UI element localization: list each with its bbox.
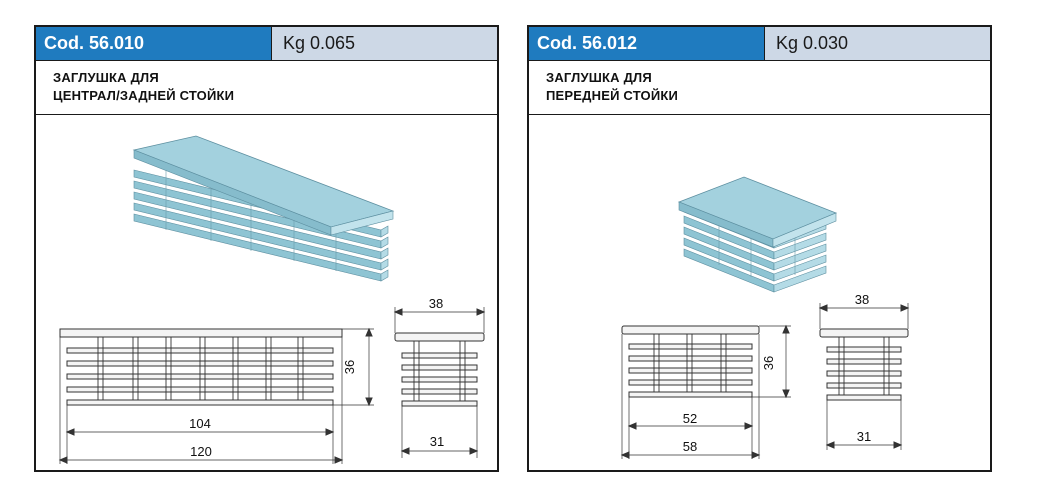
product-illustration: 36 52 58 38 31 <box>620 176 910 459</box>
description-line-1: ЗАГЛУШКА ДЛЯ <box>53 70 159 85</box>
dim-height: 36 <box>761 356 776 370</box>
card-header: Cod. 56.012 Kg 0.030 <box>529 27 990 61</box>
dim-cap-width: 38 <box>855 292 869 307</box>
product-code: Cod. 56.012 <box>529 27 765 60</box>
description-line-2: ПЕРЕДНЕЙ СТОЙКИ <box>546 88 679 103</box>
description-line-1: ЗАГЛУШКА ДЛЯ <box>546 70 652 85</box>
dim-total-length: 58 <box>683 439 697 454</box>
product-3d-render <box>132 135 395 282</box>
dim-body-width: 31 <box>430 434 444 449</box>
product-card-56012: Cod. 56.012 Kg 0.030 ЗАГЛУШКА ДЛЯ ПЕРЕДН… <box>527 25 992 472</box>
product-card-56010: Cod. 56.010 Kg 0.065 ЗАГЛУШКА ДЛЯ ЦЕНТРА… <box>34 25 499 472</box>
card-header: Cod. 56.010 Kg 0.065 <box>36 27 497 61</box>
product-description: ЗАГЛУШКА ДЛЯ ЦЕНТРАЛ/ЗАДНЕЙ СТОЙКИ <box>36 60 497 115</box>
dim-body-width: 31 <box>857 429 871 444</box>
end-view-drawing <box>818 303 910 450</box>
side-view-drawing <box>58 327 374 464</box>
product-3d-render <box>677 176 838 293</box>
product-weight: Kg 0.065 <box>272 27 497 60</box>
product-description: ЗАГЛУШКА ДЛЯ ПЕРЕДНЕЙ СТОЙКИ <box>529 60 990 115</box>
product-weight: Kg 0.030 <box>765 27 990 60</box>
dim-height: 36 <box>342 360 357 374</box>
side-view-drawing <box>620 324 791 459</box>
dim-inner-length: 104 <box>189 416 211 431</box>
product-code: Cod. 56.010 <box>36 27 272 60</box>
dim-total-length: 120 <box>190 444 212 459</box>
product-illustration: 36 104 120 38 <box>58 135 486 464</box>
end-view-drawing <box>393 307 486 458</box>
description-line-2: ЦЕНТРАЛ/ЗАДНЕЙ СТОЙКИ <box>53 88 235 103</box>
dim-cap-width: 38 <box>429 296 443 311</box>
dim-inner-length: 52 <box>683 411 697 426</box>
